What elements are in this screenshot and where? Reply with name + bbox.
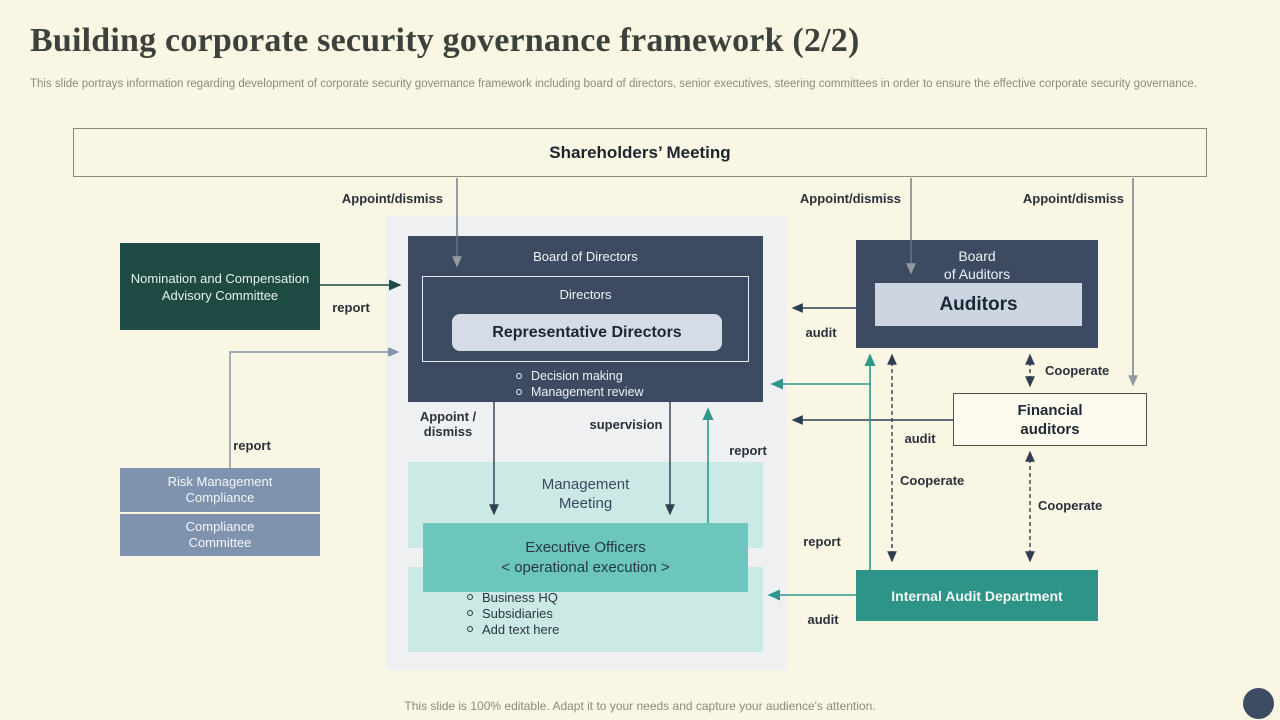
label-appoint-dismiss-right: Appoint/dismiss <box>1022 191 1124 206</box>
board-of-directors-label: Board of Directors <box>533 249 638 264</box>
ops-bullet-1: Business HQ <box>482 589 558 605</box>
list-item: Business HQ <box>467 589 559 605</box>
bod-bullet-2: Management review <box>531 385 644 399</box>
label-audit-boa: audit <box>805 325 837 340</box>
nomination-committee-box: Nomination and Compensation Advisory Com… <box>120 243 320 330</box>
page-subtitle: This slide portrays information regardin… <box>30 78 1197 90</box>
board-of-auditors-label: Board of Auditors <box>943 248 1011 282</box>
directors-label: Directors <box>559 287 612 302</box>
bullet-icon <box>516 373 522 379</box>
list-item: Decision making <box>516 368 644 384</box>
ops-bullet-2: Subsidiaries <box>482 605 553 621</box>
footer-note: This slide is 100% editable. Adapt it to… <box>404 699 876 713</box>
ops-bullet-3: Add text here <box>482 621 560 637</box>
bullet-icon <box>467 626 473 632</box>
label-supervision: supervision <box>589 417 663 432</box>
page-title: Building corporate security governance f… <box>30 22 860 59</box>
label-report-nomination: report <box>332 300 370 315</box>
list-item: Add text here <box>467 621 559 637</box>
auditors-label: Auditors <box>939 293 1018 315</box>
executive-officers-label: Executive Officers <box>525 538 646 556</box>
label-cooperate-boa-financial: Cooperate <box>1045 363 1110 378</box>
shareholders-meeting-label: Shareholders’ Meeting <box>549 142 731 162</box>
representative-directors-box: Representative Directors <box>452 314 722 351</box>
auditors-box: Auditors <box>875 283 1082 326</box>
bod-bullet-list: Decision making Management review <box>516 368 644 400</box>
label-cooperate-boa-iad: Cooperate <box>900 473 965 488</box>
label-audit-iad: audit <box>807 612 839 627</box>
label-appoint-dismiss-middle: Appoint/dismiss <box>799 191 901 206</box>
corner-dot <box>1243 688 1274 719</box>
label-report-iad: report <box>803 534 841 549</box>
financial-auditors-box: Financial auditors <box>953 393 1147 446</box>
directors-box: Directors Representative Directors <box>422 276 749 362</box>
internal-audit-department-box: Internal Audit Department <box>856 570 1098 621</box>
operational-execution-label: < operational execution > <box>501 558 670 576</box>
label-report-compliance: report <box>233 438 271 453</box>
label-appoint-dismiss-two-line: Appoint / dismiss <box>419 409 477 439</box>
list-item: Management review <box>516 384 644 400</box>
bullet-icon <box>516 389 522 395</box>
board-of-directors-box: Board of Directors Directors Representat… <box>408 236 763 402</box>
internal-audit-department-label: Internal Audit Department <box>891 587 1063 604</box>
label-report-exec: report <box>729 443 767 458</box>
bullet-icon <box>467 594 473 600</box>
label-appoint-dismiss-left: Appoint/dismiss <box>341 191 443 206</box>
label-cooperate-financial-iad: Cooperate <box>1038 498 1103 513</box>
compliance-committee-box: Compliance Committee <box>120 514 320 556</box>
risk-management-compliance-box: Risk Management Compliance <box>120 468 320 512</box>
bullet-icon <box>467 610 473 616</box>
board-of-auditors-box: Board of Auditors Auditors <box>856 240 1098 348</box>
list-item: Subsidiaries <box>467 605 559 621</box>
shareholders-meeting-box: Shareholders’ Meeting <box>73 128 1207 177</box>
representative-directors-label: Representative Directors <box>492 323 682 341</box>
ops-bullet-list: Business HQ Subsidiaries Add text here <box>467 589 559 637</box>
executive-officers-box: Executive Officers < operational executi… <box>423 523 748 592</box>
label-audit-financial: audit <box>904 431 936 446</box>
bod-bullet-1: Decision making <box>531 369 623 383</box>
